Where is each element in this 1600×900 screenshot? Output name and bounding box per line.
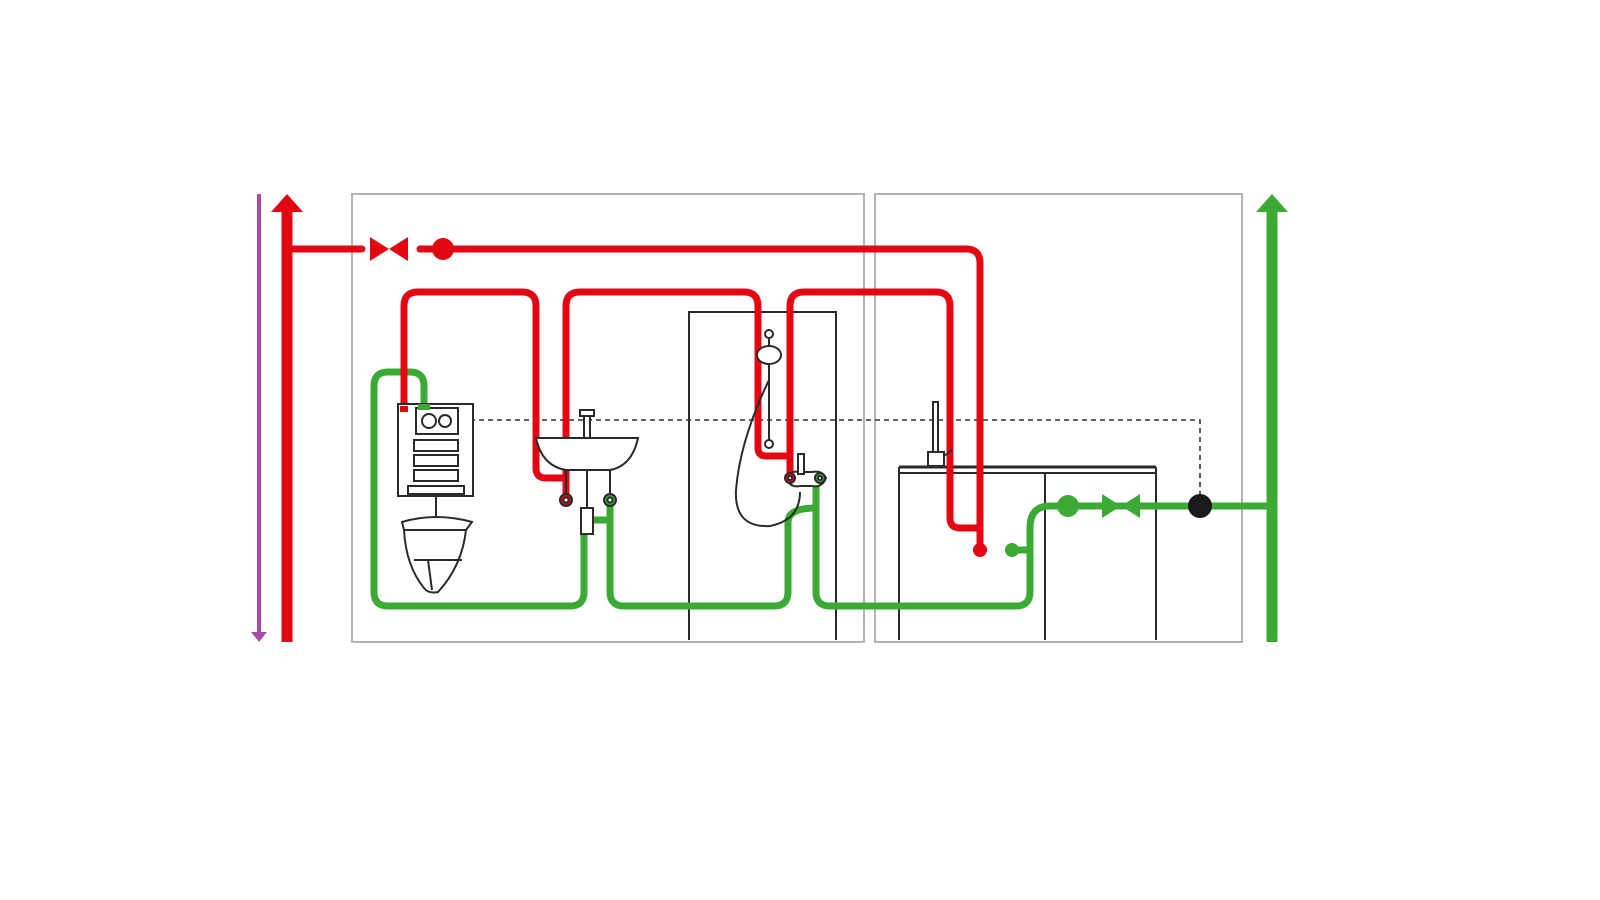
dot-icon	[432, 238, 454, 260]
cold-water-fittings	[1005, 194, 1288, 557]
toilet-bowl	[400, 516, 474, 531]
basin-tap	[583, 413, 591, 439]
cold-supply-loop	[812, 474, 1054, 610]
dot-icon	[1057, 495, 1079, 517]
hot-supply-main	[416, 245, 984, 550]
wash-basin-icon	[534, 409, 640, 535]
hot-water-fittings	[271, 194, 987, 557]
cold-shower-loop	[606, 498, 820, 610]
hot-distribution-loop	[400, 288, 984, 532]
valve-icon	[389, 237, 408, 261]
arrow-up-icon	[271, 194, 303, 212]
arrow-up-icon	[1256, 194, 1288, 212]
kitchen-frame	[874, 193, 1243, 643]
dot-icon	[973, 543, 987, 557]
hot-water-pipes	[281, 212, 984, 642]
kitchen-tap-icon	[927, 401, 953, 467]
kitchen-tap-spout	[932, 401, 939, 453]
room-frames	[351, 193, 1243, 643]
control-node-dot-icon	[1188, 494, 1212, 518]
drain-line	[251, 194, 267, 642]
dot-icon	[1005, 543, 1019, 557]
shower-cabin-outline	[688, 311, 837, 640]
bathroom-frame	[351, 193, 865, 643]
shower-icon	[734, 329, 828, 528]
shower-hose	[734, 379, 801, 528]
basin-bowl	[534, 437, 640, 471]
arrow-down-icon	[251, 632, 267, 642]
valve-icon	[1121, 494, 1140, 518]
valve-icon	[1102, 494, 1121, 518]
control-line	[470, 419, 1201, 506]
basin-siphon	[580, 507, 594, 535]
cold-water-pipes	[370, 212, 1278, 642]
valve-icon	[370, 237, 389, 261]
wall-hung-toilet-icon	[397, 403, 474, 594]
shower-head	[756, 345, 782, 365]
